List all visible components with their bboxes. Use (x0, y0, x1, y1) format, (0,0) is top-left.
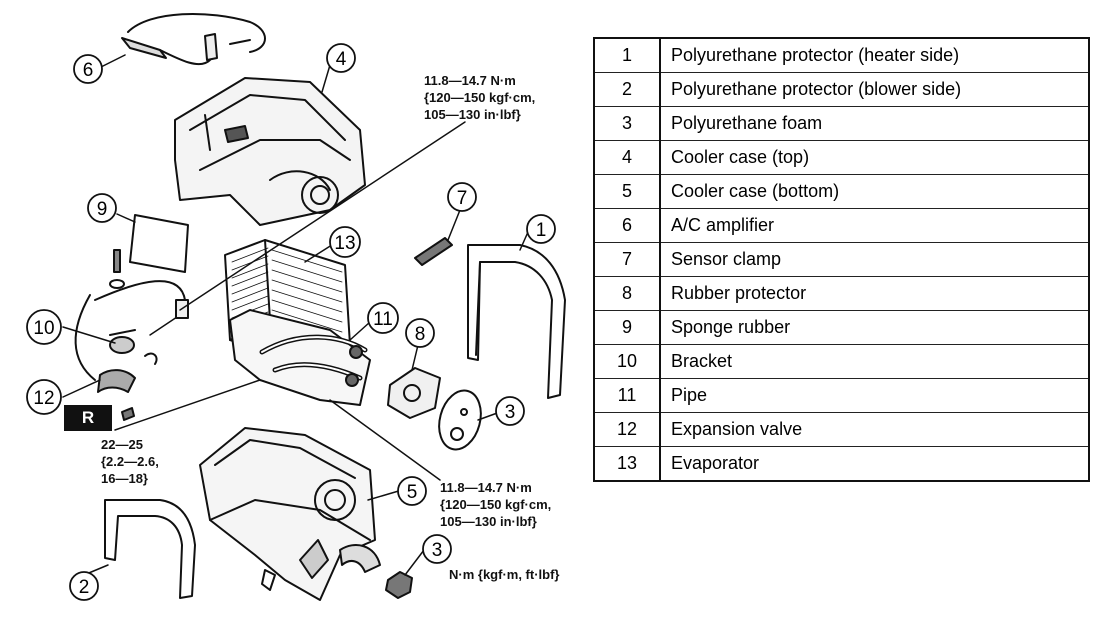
callout-2-label: 2 (79, 577, 90, 598)
callout-6: 6 (73, 54, 103, 84)
ac-amplifier-drawing (121, 12, 266, 66)
rubber-protector-drawing (387, 367, 441, 419)
part-name: A/C amplifier (660, 208, 1089, 243)
callout-7-label: 7 (457, 188, 468, 209)
part-name: Bracket (660, 344, 1089, 379)
callout-1-label: 1 (536, 220, 547, 241)
callout-5: 5 (397, 476, 427, 506)
callout-13-label: 13 (334, 233, 355, 254)
callout-3-right-label: 3 (505, 402, 516, 423)
part-name: Cooler case (bottom) (660, 174, 1089, 209)
protector-blower-side-drawing (104, 499, 196, 599)
exploded-diagram: 1 2 3 3 4 5 6 7 (26, 12, 566, 601)
cooler-case-bottom-drawing (199, 427, 381, 601)
part-name: Rubber protector (660, 276, 1089, 311)
callout-10: 10 (26, 309, 62, 345)
callout-4: 4 (326, 43, 356, 73)
part-number: 13 (594, 446, 661, 481)
part-number: 9 (594, 310, 661, 345)
callout-11-label: 11 (373, 309, 393, 330)
part-number: 5 (594, 174, 661, 209)
callout-1: 1 (526, 214, 556, 244)
part-name: Expansion valve (660, 412, 1089, 447)
part-number: 6 (594, 208, 661, 243)
part-number: 12 (594, 412, 661, 447)
replace-badge: R (64, 405, 112, 431)
part-number: 2 (594, 72, 661, 107)
callout-5-label: 5 (407, 482, 418, 503)
part-name: Sponge rubber (660, 310, 1089, 345)
part-number: 10 (594, 344, 661, 379)
leader-lines (62, 54, 529, 581)
callout-6-label: 6 (83, 60, 94, 81)
callout-7: 7 (447, 182, 477, 212)
callout-12: 12 (26, 379, 62, 415)
callout-13: 13 (329, 226, 361, 258)
callout-9-label: 9 (97, 199, 108, 220)
callout-3-bottom: 3 (422, 534, 452, 564)
cooler-case-top-drawing (174, 77, 366, 226)
callout-9: 9 (87, 193, 117, 223)
callout-3-bottom-label: 3 (432, 540, 443, 561)
part-number: 7 (594, 242, 661, 277)
expansion-valve-drawing (74, 249, 189, 421)
part-name: Pipe (660, 378, 1089, 413)
callout-4-label: 4 (336, 49, 347, 70)
part-name: Sensor clamp (660, 242, 1089, 277)
part-name: Polyurethane protector (heater side) (660, 37, 1089, 73)
callout-10-label: 10 (33, 318, 54, 339)
callout-3-right: 3 (495, 396, 525, 426)
part-name: Evaporator (660, 446, 1089, 481)
part-number: 8 (594, 276, 661, 311)
foam-bottom-drawing (385, 571, 413, 599)
callout-8: 8 (405, 318, 435, 348)
callout-8-label: 8 (415, 324, 426, 345)
units-note: N·m {kgf·m, ft·lbf} (449, 567, 560, 582)
callout-11: 11 (367, 302, 399, 334)
protector-heater-side-drawing (467, 244, 566, 399)
part-number: 1 (594, 37, 661, 73)
part-name: Polyurethane protector (blower side) (660, 72, 1089, 107)
torque-spec-top: 11.8—14.7 N·m {120—150 kgf·cm, 105—130 i… (424, 73, 536, 122)
evaporator-lower-drawing (229, 309, 371, 406)
part-number: 3 (594, 106, 661, 141)
part-name: Polyurethane foam (660, 106, 1089, 141)
callout-2: 2 (69, 571, 99, 601)
torque-spec-left: 22—25 {2.2—2.6, 16—18} (101, 437, 159, 486)
part-number: 11 (594, 378, 661, 413)
callout-12-label: 12 (33, 388, 54, 409)
torque-spec-middle: 11.8—14.7 N·m {120—150 kgf·cm, 105—130 i… (440, 480, 552, 529)
part-name: Cooler case (top) (660, 140, 1089, 175)
sponge-rubber-drawing (129, 214, 189, 273)
polyurethane-foam-drawing (438, 389, 482, 451)
part-number: 4 (594, 140, 661, 175)
sensor-clamp-drawing (414, 237, 453, 266)
